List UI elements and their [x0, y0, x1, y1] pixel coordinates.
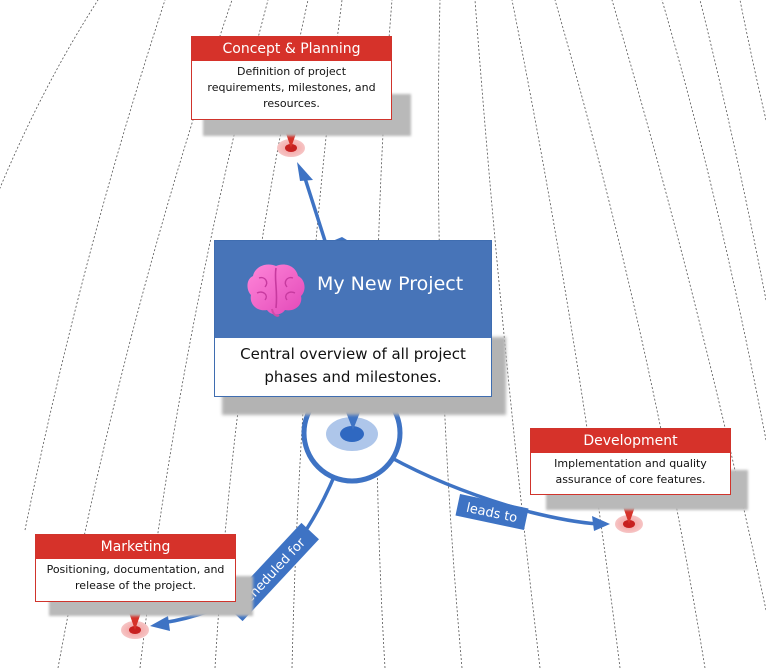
concept-title: Concept & Planning [192, 37, 391, 61]
label-leads-to-tag: leads to [455, 493, 529, 531]
brain-icon [247, 264, 305, 317]
marketing-description: Positioning, documentation, and release … [46, 563, 225, 592]
concept-card[interactable]: Concept & Planning Definition of project… [191, 36, 392, 120]
development-card[interactable]: Development Implementation and quality a… [530, 428, 731, 495]
central-description: Central overview of all project phases a… [240, 345, 466, 386]
connector-concept [297, 162, 352, 245]
central-title: My New Project [317, 273, 464, 295]
central-header: My New Project [215, 241, 491, 338]
marketing-card[interactable]: Marketing Positioning, documentation, an… [35, 534, 236, 602]
concept-description: Definition of project requirements, mile… [207, 65, 376, 110]
development-description: Implementation and quality assurance of … [554, 457, 707, 486]
central-card[interactable]: My New Project Central overview of all p… [214, 240, 492, 397]
development-title: Development [531, 429, 730, 453]
marketing-title: Marketing [36, 535, 235, 559]
